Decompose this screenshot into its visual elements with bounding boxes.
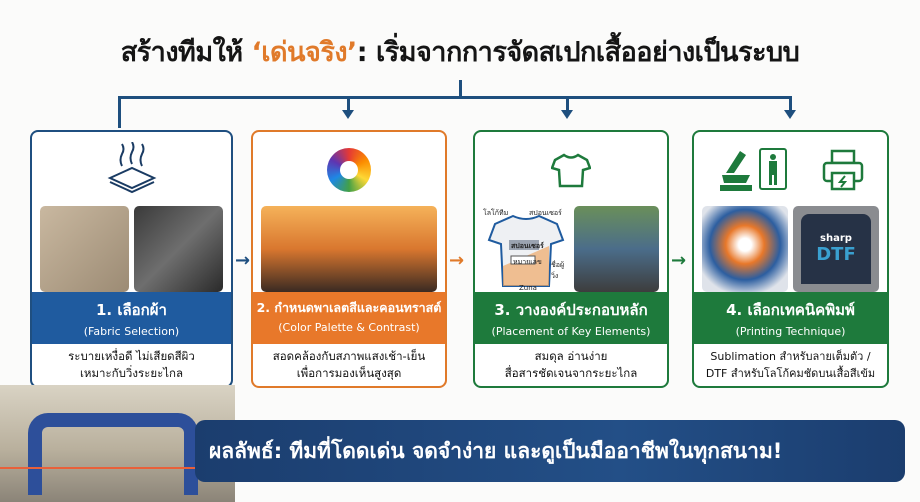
jersey-layout-diagram: โลโก้ทีม สปอนเซอร์ สปอนเซอร์ หมายเลข ชื่… — [483, 206, 569, 292]
step-card-color: 2. กำหนดพาเลตสีและคอนทราสต์ (Color Palett… — [251, 130, 447, 388]
step-title: 1. เลือกผ้า — [96, 301, 167, 319]
step-subtitle: (Placement of Key Elements) — [491, 325, 651, 338]
step-card-placement: โลโก้ทีม สปอนเซอร์ สปอนเซอร์ หมายเลข ชื่… — [473, 130, 669, 388]
sublimation-shirt-photo — [702, 206, 788, 292]
connector — [789, 96, 792, 110]
step-card-printing: sharp DTF 4. เลือกเทคนิคพิมพ์ (Printing T… — [692, 130, 889, 388]
race-runners-photo — [573, 206, 659, 292]
shirt-label-logo: โลโก้ทีม — [483, 209, 509, 217]
connector — [459, 80, 462, 98]
sunrise-runners-photo — [261, 206, 437, 292]
step-desc: DTF สำหรับโลโก้คมชัดบนเสื้อสีเข้ม — [705, 367, 876, 380]
step-subtitle: (Fabric Selection) — [83, 325, 180, 338]
shirt-label-sponsor-chest: สปอนเซอร์ — [511, 242, 544, 250]
step-desc: สื่อสารชัดเจนจากระยะไกล — [504, 366, 638, 380]
step-title: 3. วางองค์ประกอบหลัก — [494, 301, 648, 319]
arrow-right-icon: → — [235, 250, 251, 271]
connector — [566, 96, 569, 110]
arrow-right-icon: → — [671, 250, 687, 271]
dtf-shirt-photo: sharp DTF — [793, 206, 879, 292]
printer-icon — [822, 149, 863, 191]
shirt-label-sponsor: สปอนเซอร์ — [529, 209, 562, 217]
breathable-fabric-icon — [107, 142, 156, 194]
connector — [118, 96, 792, 99]
page-title: สร้างทีมให้ ‘เด่นจริง’: เริ่มจากการจัดสเ… — [120, 37, 800, 68]
step-desc: เพื่อการมองเห็นสูงสุด — [296, 366, 402, 380]
step-title: 2. กำหนดพาเลตสีและคอนทราสต์ — [256, 300, 442, 315]
shirt-label-bottom: Zuna — [519, 284, 537, 292]
color-wheel-icon — [327, 148, 371, 192]
step-desc: Sublimation สำหรับลายเต็มตัว / — [710, 350, 871, 363]
step-desc: สมดุล อ่านง่าย — [534, 349, 608, 363]
result-banner: ผลลัพธ์: ทีมที่โดดเด่น จดจำง่าย และดูเป็… — [195, 420, 905, 482]
step-desc: เหมาะกับวิ่งระยะไกล — [79, 366, 184, 380]
shirt-label-name: ชื่อผู้วิ่ง — [551, 261, 565, 280]
arrow-down-icon — [342, 110, 354, 119]
connector — [347, 96, 350, 110]
shirt-label-number: หมายเลข — [513, 258, 542, 266]
fabric-photo — [40, 206, 129, 292]
step-desc: ระบายเหงื่อดี ไม่เสียดสีผิว — [68, 349, 195, 363]
runner-photo — [134, 206, 223, 292]
arrow-down-icon — [784, 110, 796, 119]
heat-press-icon — [719, 148, 787, 191]
connector — [118, 96, 121, 128]
shirt-dtf-text: DTF — [816, 244, 856, 265]
step-desc: สอดคล้องกับสภาพแสงเช้า-เย็น — [272, 349, 426, 363]
result-text: ผลลัพธ์: ทีมที่โดดเด่น จดจำง่าย และดูเป็… — [209, 438, 783, 463]
arrow-down-icon — [561, 110, 573, 119]
arrow-right-icon: → — [449, 250, 465, 271]
step-subtitle: (Printing Technique) — [735, 325, 846, 338]
tshirt-icon — [551, 153, 591, 188]
step-card-fabric: 1. เลือกผ้า (Fabric Selection) ระบายเหงื่… — [30, 130, 233, 388]
shirt-brand-text: sharp — [820, 233, 852, 244]
step-title: 4. เลือกเทคนิคพิมพ์ — [726, 301, 855, 319]
step-subtitle: (Color Palette & Contrast) — [278, 321, 420, 334]
